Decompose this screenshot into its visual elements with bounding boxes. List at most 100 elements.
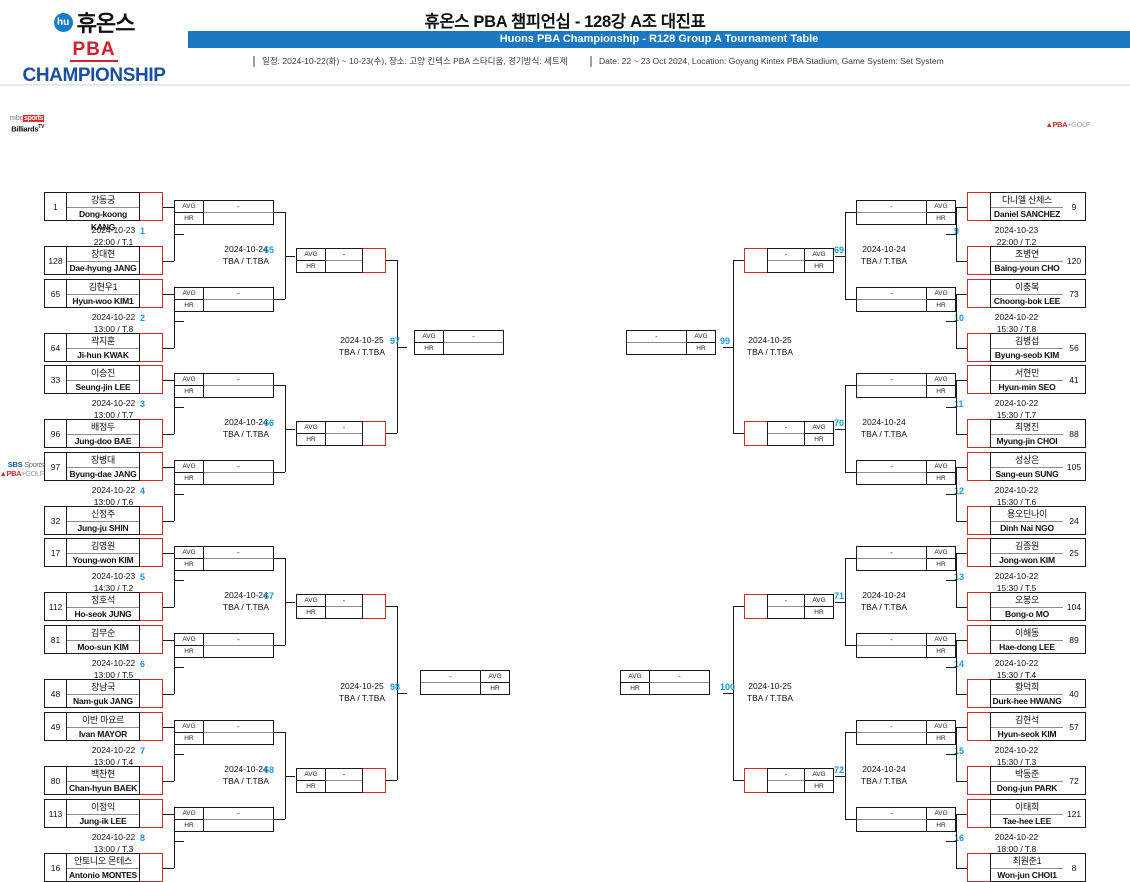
player-score-box[interactable] xyxy=(967,279,990,308)
player-score-box[interactable] xyxy=(967,333,990,362)
player-score-box[interactable] xyxy=(967,625,990,654)
result-score-box[interactable] xyxy=(744,421,767,446)
player-score-box[interactable] xyxy=(967,592,990,621)
result-score-box[interactable] xyxy=(363,594,386,619)
player-score-box[interactable] xyxy=(967,712,990,741)
player-score-box[interactable] xyxy=(140,419,163,448)
player-score-box[interactable] xyxy=(967,192,990,221)
player-score-box[interactable] xyxy=(140,799,163,828)
player-score-box[interactable] xyxy=(967,853,990,882)
player-score-box[interactable] xyxy=(140,192,163,221)
player-score-box[interactable] xyxy=(140,506,163,535)
player-score-box[interactable] xyxy=(967,246,990,275)
player-score-box[interactable] xyxy=(967,679,990,708)
player-score-box[interactable] xyxy=(967,766,990,795)
result-score-box[interactable] xyxy=(363,421,386,446)
player-score-box[interactable] xyxy=(140,333,163,362)
player-score-box[interactable] xyxy=(967,538,990,567)
player-score-box[interactable] xyxy=(140,592,163,621)
player-score-box[interactable] xyxy=(140,853,163,882)
player-score-box[interactable] xyxy=(140,279,163,308)
player-score-box[interactable] xyxy=(140,712,163,741)
player-score-box[interactable] xyxy=(967,419,990,448)
player-score-box[interactable] xyxy=(140,452,163,481)
player-score-box[interactable] xyxy=(967,506,990,535)
result-score-box[interactable] xyxy=(744,594,767,619)
player-score-box[interactable] xyxy=(140,679,163,708)
player-score-box[interactable] xyxy=(140,538,163,567)
result-score-box[interactable] xyxy=(744,248,767,273)
player-score-box[interactable] xyxy=(967,452,990,481)
player-score-box[interactable] xyxy=(967,799,990,828)
player-score-box[interactable] xyxy=(140,246,163,275)
player-score-box[interactable] xyxy=(967,365,990,394)
result-score-box[interactable] xyxy=(363,768,386,793)
player-score-box[interactable] xyxy=(140,766,163,795)
player-score-box[interactable] xyxy=(140,625,163,654)
result-score-box[interactable] xyxy=(363,248,386,273)
player-score-box[interactable] xyxy=(140,365,163,394)
result-score-box[interactable] xyxy=(744,768,767,793)
